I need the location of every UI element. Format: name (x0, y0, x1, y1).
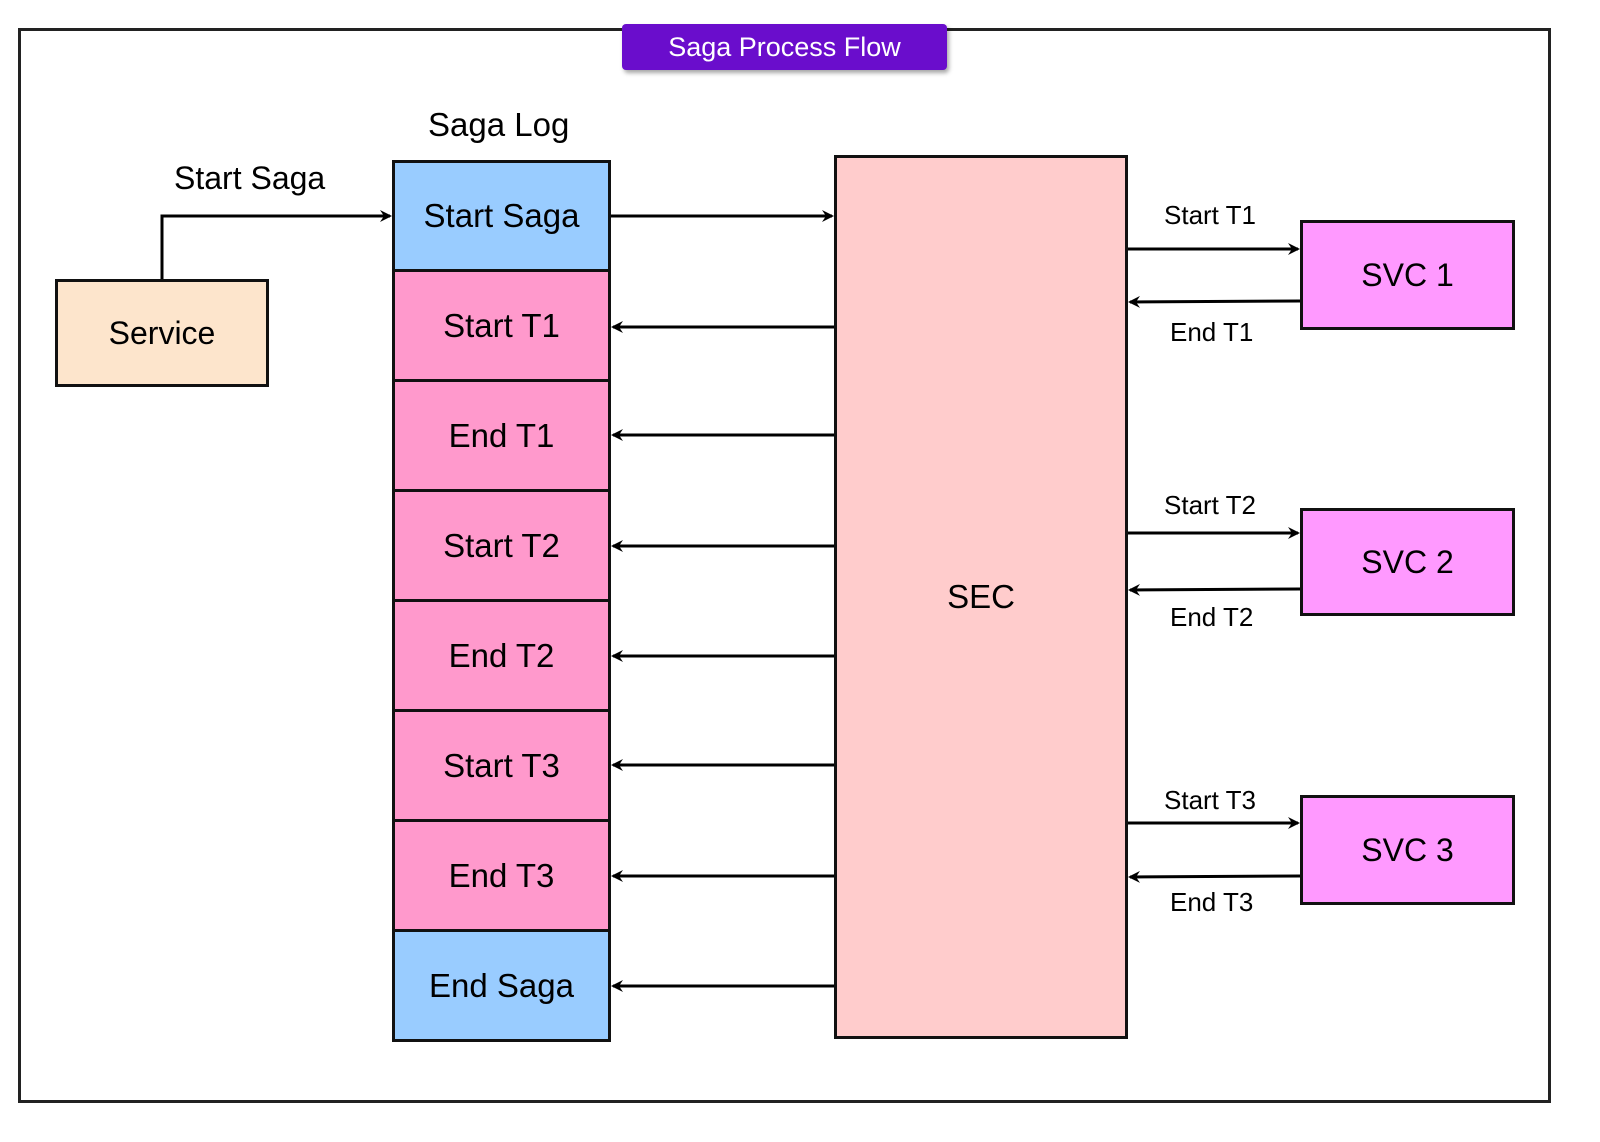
svc-1-end-label: End T1 (1170, 317, 1254, 347)
saga-log-entry-end-t1: End T1 (392, 379, 611, 492)
svc-2-end-label: End T2 (1170, 602, 1254, 632)
svc-1-start-label: Start T1 (1164, 200, 1257, 230)
saga-log-entry-start-t2: Start T2 (392, 489, 611, 602)
sec-box: SEC (834, 155, 1128, 1039)
start-saga-edge-label: Start Saga (174, 160, 326, 196)
saga-log-entry-end-t3: End T3 (392, 819, 611, 932)
saga-log-entry-start-t1: Start T1 (392, 269, 611, 382)
saga-log-label: Saga Log (428, 106, 570, 143)
svc-3-start-label: Start T3 (1164, 785, 1257, 815)
svc-3-box: SVC 3 (1300, 795, 1515, 905)
saga-log-entry-start-t3: Start T3 (392, 709, 611, 822)
svc-3-end-label: End T3 (1170, 887, 1254, 917)
svc-1-box: SVC 1 (1300, 220, 1515, 330)
svc-2-start-label: Start T2 (1164, 490, 1257, 520)
service-box: Service (55, 279, 269, 387)
saga-log-entry-end-saga: End Saga (392, 929, 611, 1042)
saga-log-entry-start-saga: Start Saga (392, 160, 611, 272)
svc-2-box: SVC 2 (1300, 508, 1515, 616)
diagram-title: Saga Process Flow (622, 24, 947, 70)
saga-log-entry-end-t2: End T2 (392, 599, 611, 712)
